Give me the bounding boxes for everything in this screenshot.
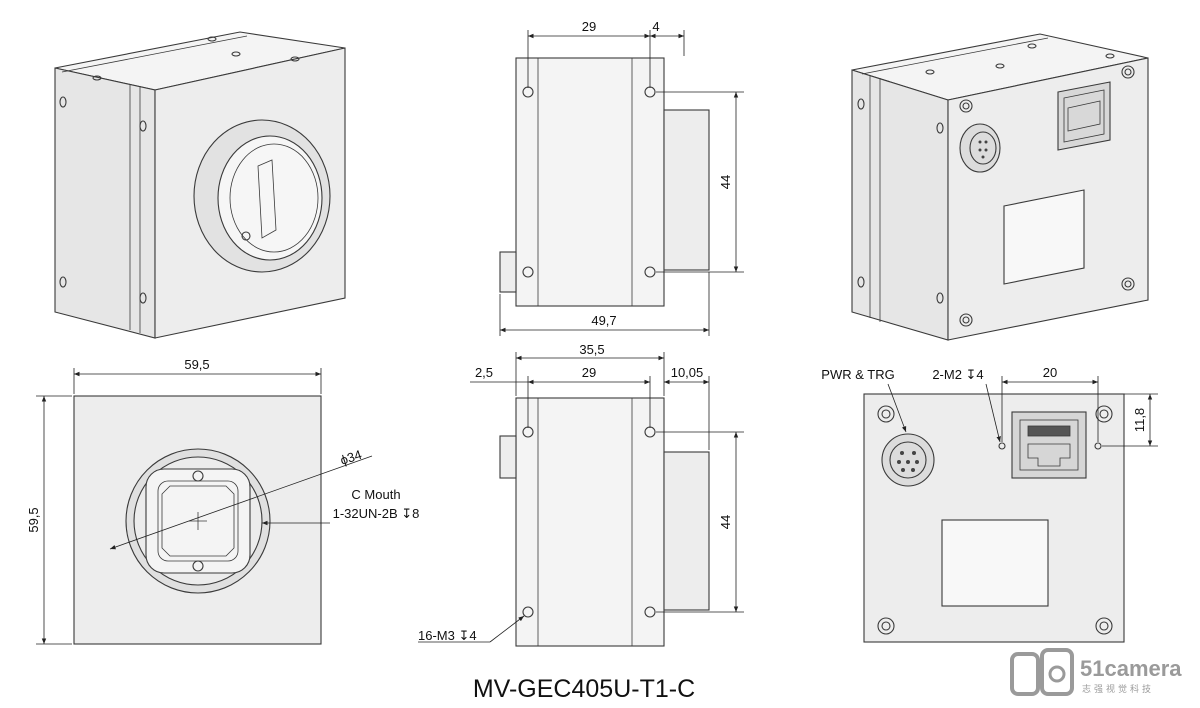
iso-power-connector bbox=[959, 123, 1001, 173]
lens-mount-ring bbox=[193, 119, 331, 273]
iso-ethernet-port bbox=[1057, 81, 1111, 151]
ethernet-port bbox=[1011, 411, 1087, 479]
hole-label: 16-M3 ↧4 bbox=[418, 628, 477, 643]
dim-label: 49,7 bbox=[591, 313, 616, 328]
dim-label: 44 bbox=[718, 175, 733, 189]
logo-name: 51camera bbox=[1080, 656, 1182, 681]
dim-label: 29 bbox=[582, 365, 596, 380]
side-view-bottom: 35,5 29 2,5 10,05 44 16-M3 ↧4 bbox=[418, 342, 744, 647]
dim-label: 4 bbox=[652, 19, 659, 34]
diameter-label: ϕ34 bbox=[338, 447, 363, 468]
screw-hole bbox=[290, 56, 300, 62]
power-trigger-connector bbox=[881, 433, 935, 487]
connector-label: PWR & TRG bbox=[821, 367, 894, 382]
iso-front-view bbox=[54, 31, 346, 339]
logo-subtitle: 志强视觉科技 bbox=[1082, 683, 1154, 695]
mount-label: C Mouth bbox=[351, 487, 400, 502]
dim-label: 20 bbox=[1043, 365, 1057, 380]
dim-label: 11,8 bbox=[1132, 408, 1147, 432]
back-view: PWR & TRG 2-M2 ↧4 20 11,8 bbox=[821, 365, 1158, 643]
model-title: MV-GEC405U-T1-C bbox=[473, 675, 695, 703]
dim-label: 44 bbox=[718, 515, 733, 529]
dim-label: 59,5 bbox=[26, 507, 41, 532]
dim-label: 2,5 bbox=[475, 365, 493, 380]
label-plate bbox=[941, 519, 1049, 607]
iso-back-view bbox=[851, 33, 1149, 341]
side-view-top: 29 4 44 49,7 bbox=[499, 19, 744, 336]
dim-label: 59,5 bbox=[184, 357, 209, 372]
dim-label: 35,5 bbox=[579, 342, 604, 357]
front-view: ϕ34 C Mouth 1-32UN-2B ↧8 59,5 59,5 bbox=[26, 357, 420, 645]
brand-logo: 51camera 志强视觉科技 bbox=[1010, 648, 1182, 696]
screw-hole bbox=[92, 75, 102, 81]
dim-label: 10,05 bbox=[671, 365, 704, 380]
dim-label: 29 bbox=[582, 19, 596, 34]
iso-label-plate bbox=[1003, 189, 1085, 285]
screw-hole bbox=[207, 36, 217, 42]
screw-hole bbox=[231, 51, 241, 57]
mount-thread-label: 1-32UN-2B ↧8 bbox=[333, 506, 420, 521]
thread-hole-label: 2-M2 ↧4 bbox=[932, 367, 983, 382]
